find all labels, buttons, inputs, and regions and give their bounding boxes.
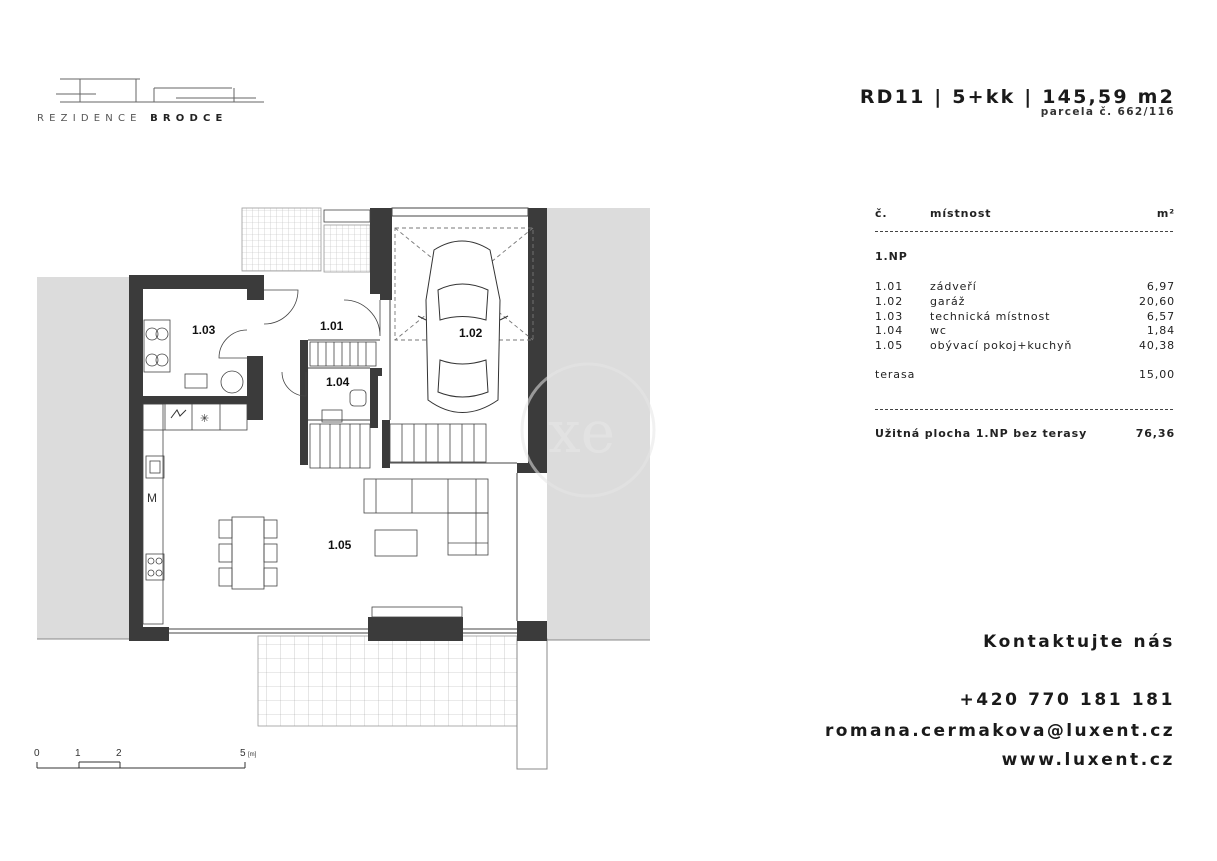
table-row-name: technická místnost: [930, 310, 1051, 323]
toilet-icon: [321, 389, 367, 423]
table-row-number: 1.03: [875, 310, 904, 323]
table-row-area: 40,38: [1139, 339, 1175, 352]
contact-heading: Kontaktujte nás: [983, 632, 1175, 652]
room-label-1-05: 1.05: [328, 538, 352, 552]
table-row-area: 6,57: [1146, 310, 1175, 323]
scale-tick-1: 1: [75, 748, 81, 759]
room-label-1-02: 1.02: [459, 326, 483, 340]
entrance-pavement: [241, 207, 322, 272]
email-address[interactable]: romana.cermakova@luxent.cz: [824, 721, 1175, 741]
logo-mark: [56, 78, 264, 103]
terrace-label: terasa: [875, 368, 916, 381]
table-row-name: wc: [930, 324, 947, 337]
terrace-paving: [257, 635, 518, 727]
table-row-number: 1.01: [875, 280, 904, 293]
fridge-label: M: [147, 491, 157, 505]
table-row-name: garáž: [930, 295, 966, 308]
scale-unit: [m]: [248, 752, 257, 758]
room-label-1-04: 1.04: [326, 375, 350, 389]
logo-text: REZIDENCE BRODCE: [37, 113, 228, 124]
staircase: [309, 209, 487, 469]
watermark: xe: [520, 362, 656, 498]
hood-icon: [170, 409, 187, 419]
table-divider: [875, 409, 1173, 410]
website-link[interactable]: www.luxent.cz: [1001, 750, 1175, 770]
project-title: RD11 | 5+kk | 145,59 m2: [859, 86, 1175, 108]
car-icon: [417, 240, 509, 413]
neighbor-house-left: [37, 277, 129, 639]
table-row-number: 1.04: [875, 324, 904, 337]
scale-bar: [36, 761, 246, 769]
table-divider: [875, 231, 1173, 232]
table-row-area: 1,84: [1146, 324, 1175, 337]
table-header-number: č.: [875, 207, 888, 220]
floor-label: 1.NP: [875, 250, 908, 263]
room-label-1-01: 1.01: [320, 319, 344, 333]
table-row-name: obývací pokoj+kuchyň: [930, 339, 1073, 352]
table-row-area: 6,97: [1146, 280, 1175, 293]
phone-number[interactable]: +420 770 181 181: [959, 690, 1175, 710]
kitchen-counter: [142, 403, 248, 625]
doors: [218, 289, 381, 397]
table-row-number: 1.02: [875, 295, 904, 308]
table-header-room: místnost: [930, 207, 992, 220]
table-row-number: 1.05: [875, 339, 904, 352]
svg-text:xe: xe: [548, 398, 615, 466]
parcel-number: parcela č. 662/116: [1040, 106, 1175, 118]
terrace-area: 15,00: [1139, 368, 1175, 381]
scale-tick-2: 2: [116, 748, 122, 759]
neighbor-house-right: [547, 208, 650, 640]
table-row-area: 20,60: [1139, 295, 1175, 308]
technical-equipment: [143, 319, 244, 394]
table-row-name: zádveří: [930, 280, 977, 293]
total-area: 76,36: [1135, 427, 1175, 440]
scale-tick-5: 5: [240, 748, 246, 759]
room-label-1-03: 1.03: [192, 323, 216, 337]
total-label: Užitná plocha 1.NP bez terasy: [875, 427, 1088, 440]
sofa: [363, 478, 489, 618]
dining-table: [218, 516, 278, 590]
walls: [129, 208, 547, 641]
scale-tick-0: 0: [34, 748, 40, 759]
table-header-area: m²: [1156, 207, 1175, 220]
fan-icon: ✳: [200, 412, 209, 425]
